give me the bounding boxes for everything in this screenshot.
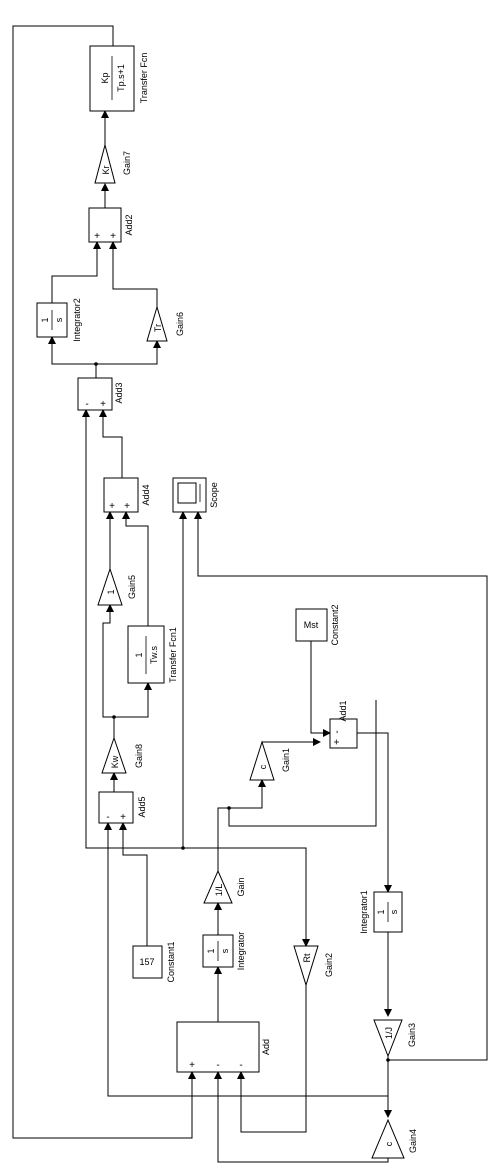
block-label: Integrator xyxy=(236,932,246,971)
gain-value: c xyxy=(258,764,268,769)
block-label: Add5 xyxy=(137,796,147,817)
constant1-block[interactable]: 157 Constant1 xyxy=(132,941,176,983)
int-denominator: s xyxy=(389,909,399,914)
block-label: Transfer Fcn xyxy=(139,53,149,104)
block-label: Gain4 xyxy=(408,1129,418,1153)
junction-dot xyxy=(94,362,98,366)
sign: + xyxy=(124,501,130,512)
gain-value: 1/J xyxy=(384,1027,394,1039)
block-label: Gain1 xyxy=(281,748,291,772)
add-block[interactable]: + - - Add xyxy=(176,1021,271,1073)
gain8-block[interactable]: Kw Gain8 xyxy=(101,736,144,774)
add2-block[interactable]: + + Add2 xyxy=(88,207,134,243)
sign: + xyxy=(100,399,106,410)
block-label: Gain3 xyxy=(407,1023,417,1047)
block-label: Scope xyxy=(209,482,219,508)
integrator2-block[interactable]: 1 s Integrator2 xyxy=(36,298,82,342)
gain5-block[interactable]: 1 Gain5 xyxy=(97,567,137,606)
sign: - xyxy=(216,1060,219,1071)
sign: + xyxy=(109,501,115,512)
gain1-block[interactable]: c Gain1 xyxy=(249,740,291,781)
gain-value: Rt xyxy=(302,953,312,962)
add5-block[interactable]: - + Add5 xyxy=(98,791,147,824)
block-label: Constant1 xyxy=(166,941,176,982)
sign: - xyxy=(332,730,343,733)
sign: + xyxy=(110,231,116,242)
block-label: Gain5 xyxy=(127,575,137,599)
junction-dot xyxy=(112,715,116,719)
gain-value: Kr xyxy=(101,165,111,174)
block-label: Add3 xyxy=(114,382,124,403)
gain-value: Kw xyxy=(110,755,120,768)
scope-block[interactable]: Scope xyxy=(172,477,219,513)
int-numerator: 1 xyxy=(40,317,50,322)
sign: + xyxy=(120,812,126,823)
junction-dot xyxy=(386,1058,390,1062)
constant-value: 157 xyxy=(139,957,154,967)
block-label: Gain7 xyxy=(122,151,132,175)
add3-block[interactable]: - + Add3 xyxy=(77,377,124,411)
tf-denominator: Tp.s+1 xyxy=(116,64,126,92)
int-numerator: 1 xyxy=(206,948,216,953)
int-denominator: s xyxy=(220,948,230,953)
gain7-block[interactable]: Kr Gain7 xyxy=(94,143,132,184)
constant2-block[interactable]: Mst Constant2 xyxy=(295,604,340,646)
gain-value: c xyxy=(384,1141,394,1146)
block-label: Integrator2 xyxy=(72,298,82,342)
block-label: Gain8 xyxy=(134,744,144,768)
sign: - xyxy=(239,1060,242,1071)
block-label: Gain2 xyxy=(324,953,334,977)
sign: + xyxy=(189,1060,195,1071)
block-label: Gain6 xyxy=(175,312,185,336)
sign: - xyxy=(106,812,109,823)
gain-value: Tr xyxy=(153,324,163,332)
gain2-block[interactable]: Rt Gain2 xyxy=(293,945,334,987)
tf-numerator: Kp xyxy=(100,72,110,83)
transfer-fcn-block[interactable]: Kp Tp.s+1 Transfer Fcn xyxy=(89,45,149,112)
junction-dot xyxy=(227,806,231,810)
block-label: Constant2 xyxy=(330,604,340,645)
gain3-block[interactable]: 1/J Gain3 xyxy=(373,1019,417,1058)
signal-wires xyxy=(12,25,488,1163)
block-label: Gain xyxy=(236,877,246,896)
add1-block[interactable]: + - Add1 xyxy=(329,700,358,749)
tf-denominator: Tw.s xyxy=(149,646,159,665)
add4-block[interactable]: + + Add4 xyxy=(103,477,151,513)
tf-numerator: 1 xyxy=(134,652,144,657)
integrator-block[interactable]: 1 s Integrator xyxy=(202,932,246,971)
integrator1-block[interactable]: 1 s Integrator1 xyxy=(359,890,403,934)
sign: - xyxy=(85,399,88,410)
gain6-block[interactable]: Tr Gain6 xyxy=(146,305,185,342)
gain-value: 1 xyxy=(106,589,116,594)
block-label: Integrator1 xyxy=(359,890,369,934)
transfer-fcn1-block[interactable]: 1 Tw.s Transfer Fcn1 xyxy=(127,625,178,684)
block-label: Transfer Fcn1 xyxy=(168,627,178,683)
block-label: Add4 xyxy=(141,484,151,505)
junction-dot xyxy=(181,846,185,850)
block-label: Add1 xyxy=(338,700,348,721)
int-numerator: 1 xyxy=(376,909,386,914)
gain-block[interactable]: 1/L Gain xyxy=(203,869,246,904)
sign: + xyxy=(94,231,100,242)
block-label: Add xyxy=(261,1039,271,1055)
gain4-block[interactable]: c Gain4 xyxy=(371,1118,418,1159)
sign: + xyxy=(332,739,343,745)
block-label: Add2 xyxy=(124,214,134,235)
constant-value: Mst xyxy=(304,620,319,630)
gain-value: 1/L xyxy=(214,884,224,897)
int-denominator: s xyxy=(54,317,64,322)
